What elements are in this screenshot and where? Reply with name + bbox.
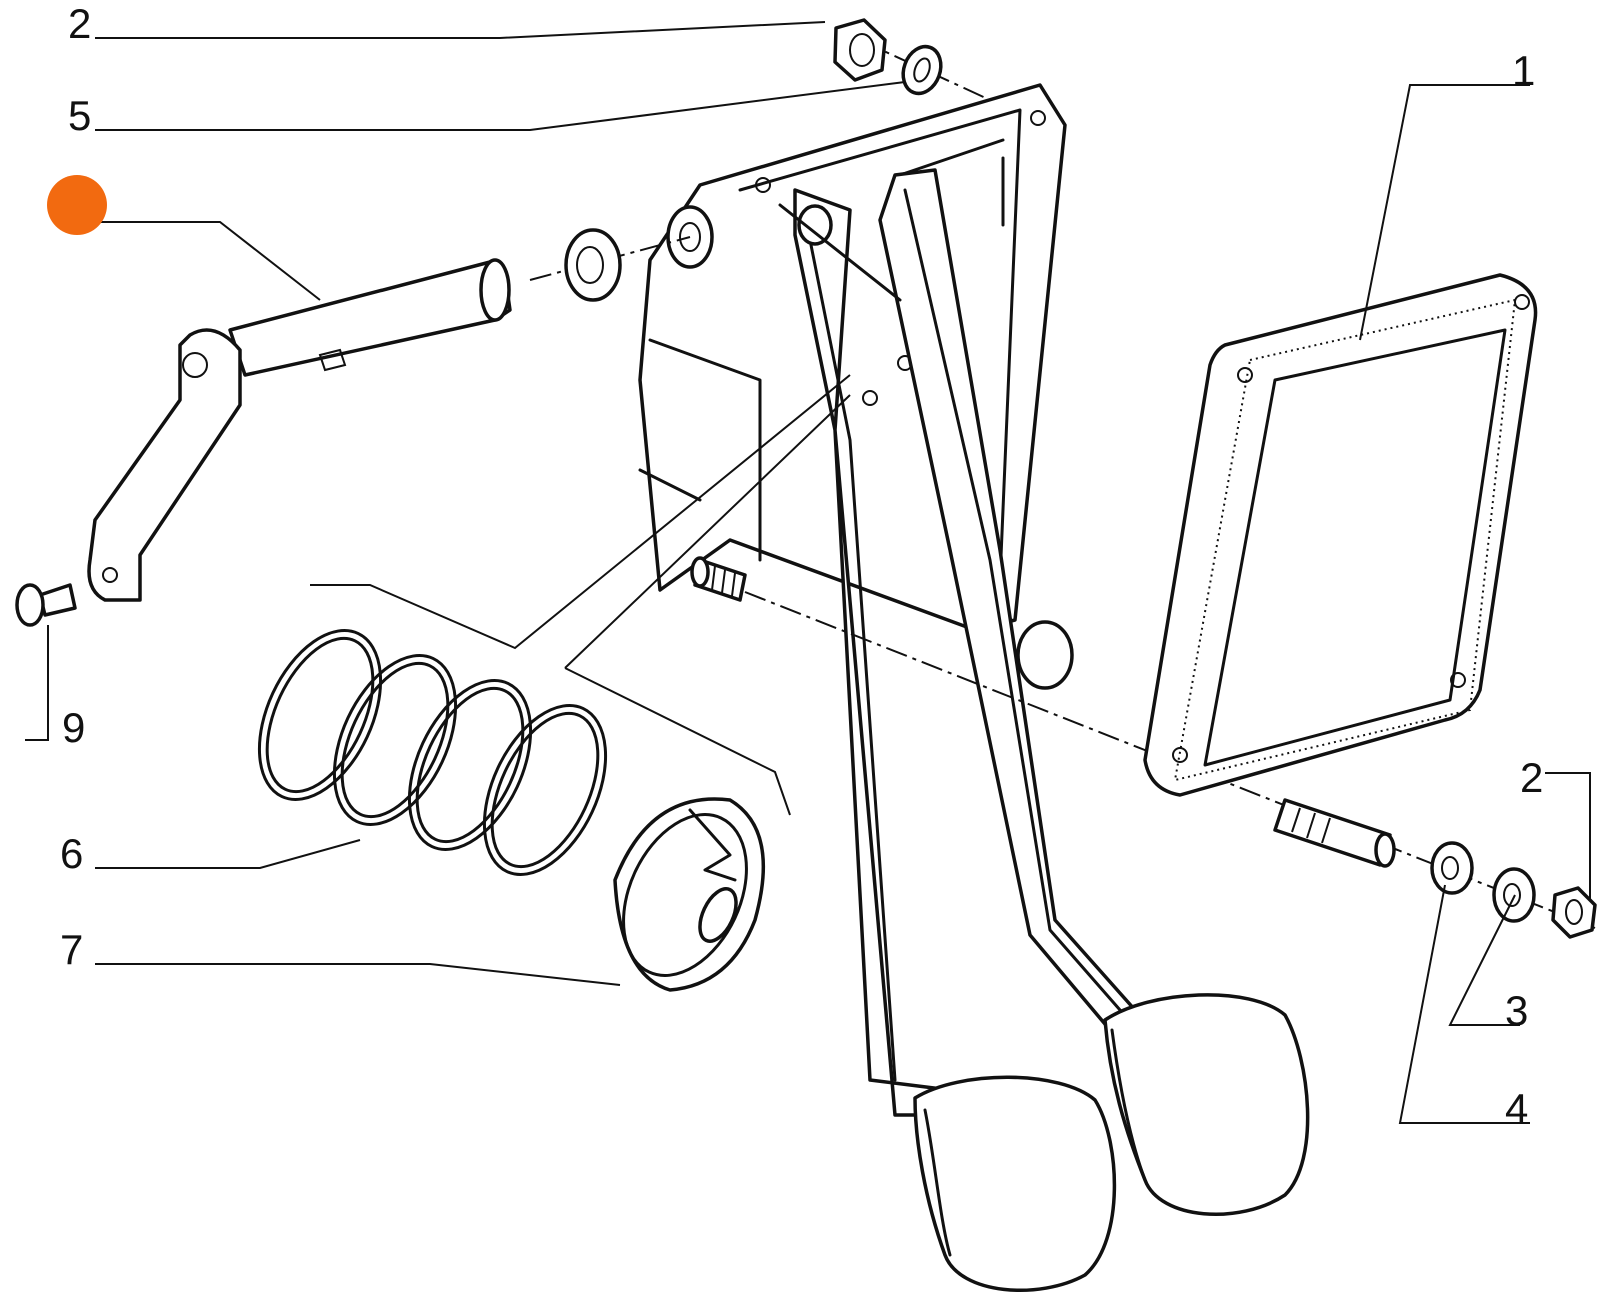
spring-cup: [613, 797, 766, 992]
callout-5: 5: [68, 92, 91, 139]
brake-pedal: [778, 168, 1310, 1217]
gasket-frame: [1143, 273, 1538, 797]
callout-7: 7: [60, 926, 83, 973]
washer-4: [1430, 841, 1474, 895]
clutch-pedal: [793, 188, 1117, 1292]
top-nut: [833, 18, 887, 82]
shaft-bushing: [564, 228, 622, 302]
callout-2-right: 2: [1520, 754, 1543, 801]
callout-1: 1: [1512, 47, 1535, 94]
leader-lines: [25, 21, 1591, 1124]
callout-9: 9: [62, 704, 85, 751]
callout-2-top: 2: [68, 0, 91, 47]
nut-axis-line: [859, 39, 991, 101]
top-washer: [901, 44, 943, 96]
bolt-9: [15, 583, 77, 627]
highlight-marker: [47, 175, 107, 235]
callout-4: 4: [1505, 1085, 1528, 1132]
bracket-stud: [690, 556, 747, 602]
right-stud: [1273, 798, 1396, 868]
callout-6: 6: [60, 830, 83, 877]
right-nut: [1551, 886, 1597, 939]
callout-3: 3: [1505, 987, 1528, 1034]
pedal-shaft-lever: [87, 258, 512, 602]
return-spring: [257, 629, 608, 876]
